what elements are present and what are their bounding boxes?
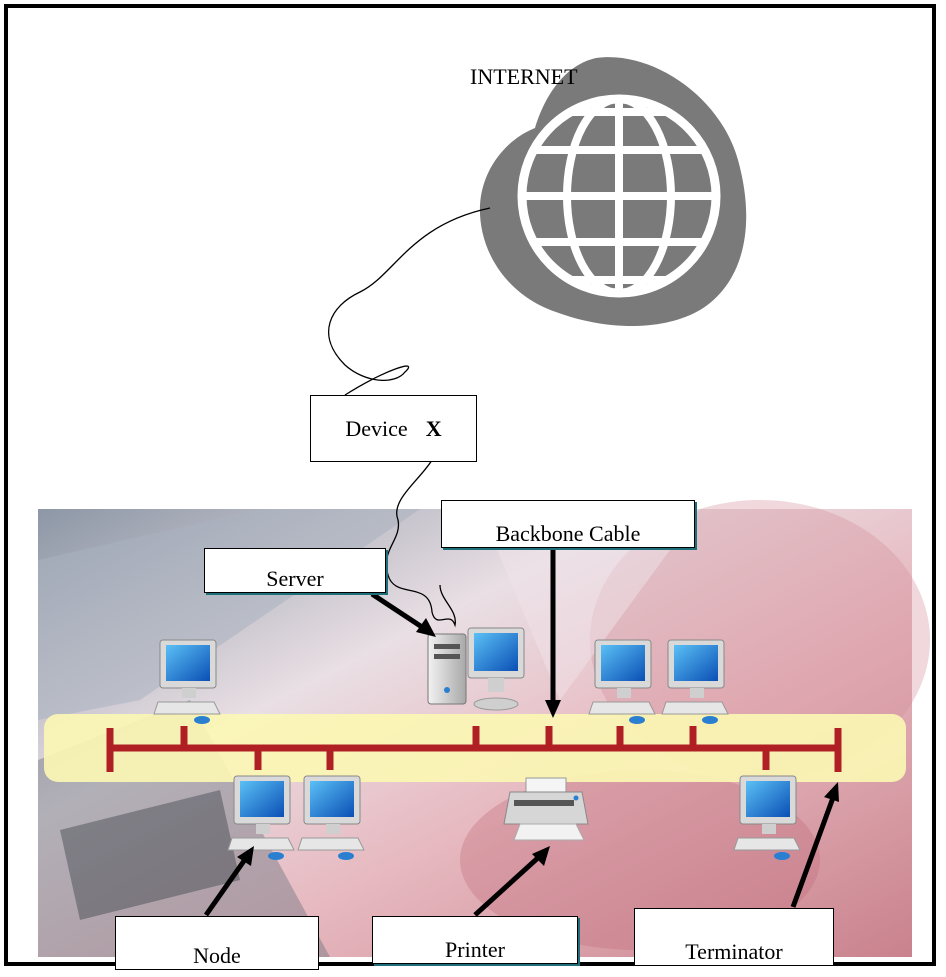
backbone-bus	[106, 726, 842, 772]
printer-label: Printer	[445, 937, 505, 962]
computer-icon	[588, 639, 656, 724]
backbone-cable-box: Backbone Cable	[441, 500, 695, 548]
server-box: Server	[204, 548, 386, 593]
computer-icon	[153, 639, 221, 724]
backbone-cable-label: Backbone Cable	[495, 521, 641, 546]
terminator-box: Terminator	[634, 908, 834, 966]
device-x-label: Device	[345, 415, 408, 441]
printer-icon	[503, 777, 589, 841]
computer-icon	[227, 775, 295, 860]
computer-icon	[733, 775, 801, 860]
terminator-label: Terminator	[685, 939, 783, 964]
computer-icon	[661, 639, 729, 724]
computer-icon	[297, 775, 365, 860]
device-x-letter: X	[425, 415, 442, 441]
printer-box: Printer	[372, 916, 578, 964]
server-label: Server	[266, 566, 324, 591]
globe-icon	[479, 57, 747, 327]
device-x-box: Device X	[310, 395, 477, 462]
node-label: Node	[193, 943, 241, 968]
server-icon	[427, 627, 525, 711]
server-wire	[385, 459, 456, 628]
node-box: Node	[115, 916, 319, 970]
internet-label: INTERNET	[470, 64, 578, 89]
internet-wire	[328, 207, 491, 396]
pointer-arrows	[203, 542, 839, 917]
